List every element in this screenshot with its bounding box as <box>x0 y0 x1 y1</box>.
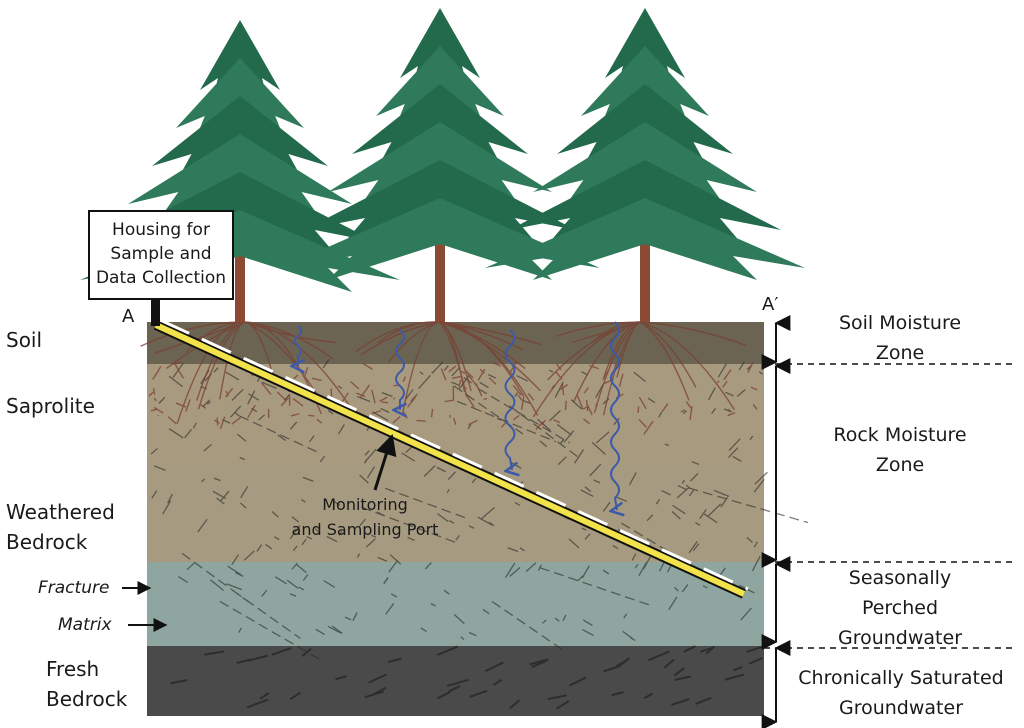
port-label: Monitoring and Sampling Port <box>280 492 450 542</box>
rock-moisture-line-1: Rock Moisture <box>833 424 967 446</box>
infiltration-arrow-3 <box>506 329 515 470</box>
seasonal-groundwater-zone-label: Seasonally Perched Groundwater <box>800 563 1000 653</box>
monitoring-borehole <box>153 318 749 599</box>
rock-moisture-zone-label: Rock Moisture Zone <box>800 420 1000 480</box>
soil-moisture-line-1: Soil Moisture <box>838 312 962 334</box>
housing-line-2: Sample and <box>110 244 212 264</box>
port-pointer-arrow <box>373 433 397 491</box>
housing-post <box>151 296 160 326</box>
soil-moisture-line-2: Zone <box>875 342 925 364</box>
seasonal-line-2: Perched <box>861 597 939 619</box>
seasonal-line-1: Seasonally <box>848 567 952 589</box>
soil-moisture-zone-label: Soil Moisture Zone <box>800 308 1000 368</box>
infiltration-arrow-1 <box>295 325 301 366</box>
fresh-bedrock-label-2: Bedrock <box>46 687 128 711</box>
chronic-groundwater-zone-label: Chronically Saturated Groundwater <box>786 663 1016 723</box>
weathered-bedrock-layer <box>147 464 764 562</box>
housing-label-box: Housing for Sample and Data Collection <box>88 210 234 300</box>
matrix-label: Matrix <box>58 615 112 635</box>
infiltration-arrows <box>295 321 619 510</box>
weathered-bedrock-label-2: Bedrock <box>6 530 88 554</box>
chronic-line-2: Groundwater <box>838 697 964 719</box>
port-label-line-1: Monitoring <box>322 495 408 514</box>
seasonal-line-3: Groundwater <box>837 627 963 649</box>
housing-line-3: Data Collection <box>95 268 227 288</box>
infiltration-arrow-2 <box>396 329 404 410</box>
root-network <box>140 321 758 435</box>
port-label-line-2: and Sampling Port <box>291 520 439 539</box>
fresh-bedrock-layer <box>147 646 764 716</box>
point-a-prime-label: A′ <box>762 294 779 315</box>
soil-label: Soil <box>6 328 43 352</box>
infiltration-arrow-4 <box>611 321 619 510</box>
zone-boundaries <box>764 363 1016 649</box>
point-a-label: A <box>122 306 135 327</box>
fresh-bedrock-label-1: Fresh <box>46 657 100 681</box>
perched-groundwater-layer <box>147 562 764 646</box>
weathered-bedrock-label-1: Weathered <box>6 500 115 524</box>
chronic-line-1: Chronically Saturated <box>798 667 1004 689</box>
saprolite-layer <box>147 364 764 464</box>
saprolite-label: Saprolite <box>6 394 95 418</box>
housing-line-1: Housing for <box>112 220 210 240</box>
rock-moisture-line-2: Zone <box>875 454 925 476</box>
fracture-marks <box>150 359 809 662</box>
fracture-label: Fracture <box>38 578 110 598</box>
fresh-bedrock-fractures <box>170 644 767 710</box>
